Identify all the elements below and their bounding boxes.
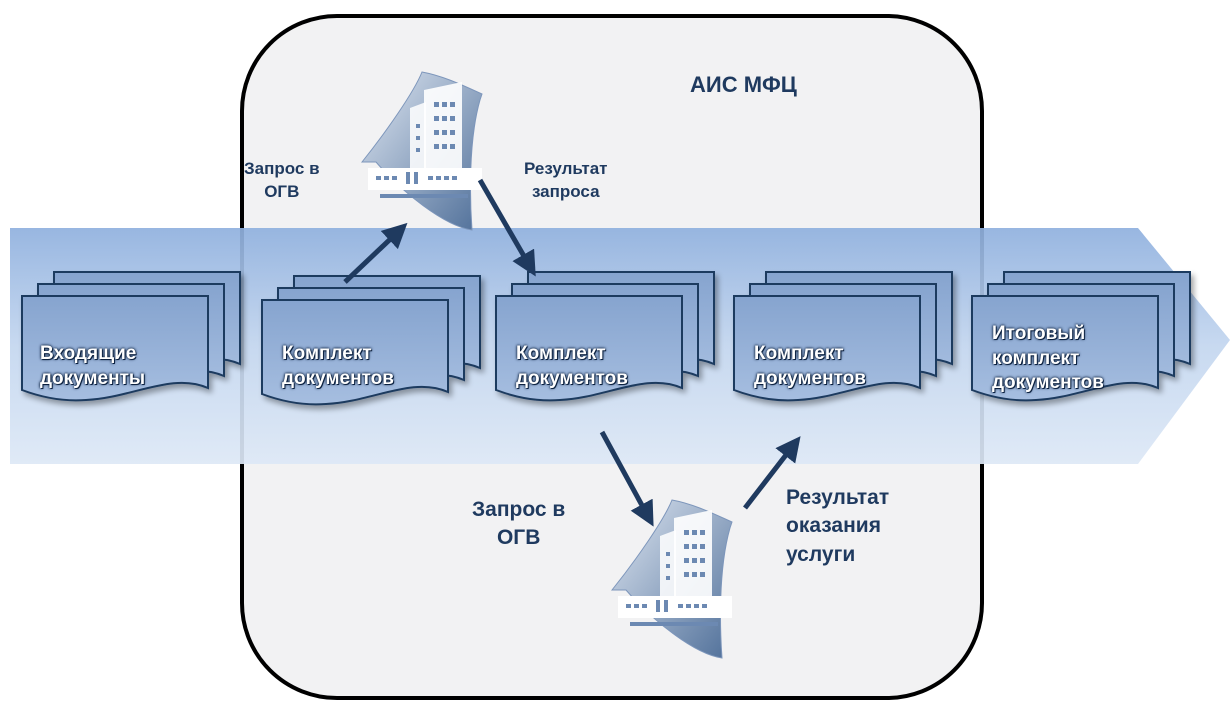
lower-request-label: Запрос в ОГВ <box>472 498 566 550</box>
doc-label-incoming: Входящие документы <box>40 343 146 389</box>
result-arrow-upper <box>477 178 536 277</box>
upper-result-label: Результат запроса <box>524 159 608 201</box>
system-title: АИС МФЦ <box>690 72 797 97</box>
result-arrow-lower <box>743 436 801 510</box>
doc-label-set-1: Комплект документов <box>282 343 394 389</box>
doc-label-final: Итоговый комплект документов <box>992 323 1104 394</box>
request-arrow-lower <box>599 430 654 527</box>
doc-label-set-2: Комплект документов <box>516 343 628 389</box>
doc-label-set-3: Комплект документов <box>754 343 866 389</box>
request-arrow-upper <box>343 222 408 284</box>
lower-result-label: Результат оказания услуги <box>786 486 890 566</box>
upper-request-label: Запрос в ОГВ <box>244 159 320 201</box>
